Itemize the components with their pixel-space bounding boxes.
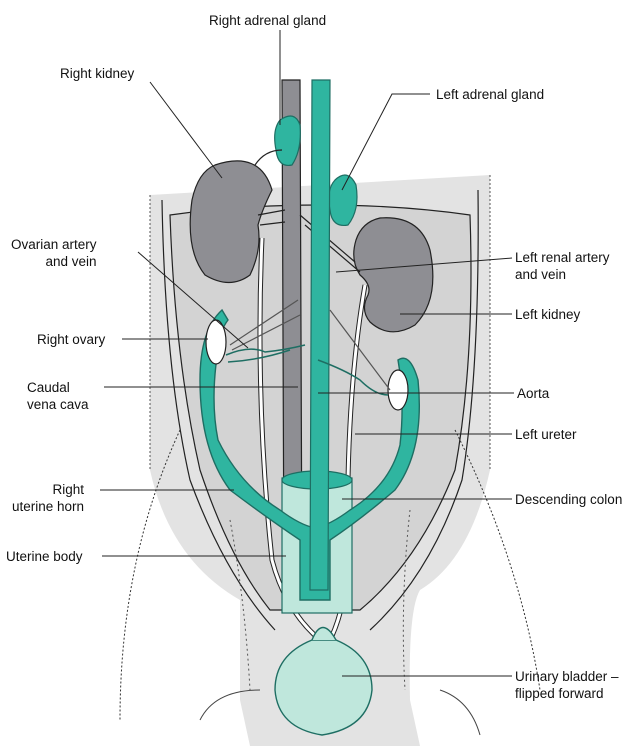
label-ovarian-artery-and-vein: Ovarian artery and vein <box>11 236 97 270</box>
label-text-line-1: Left renal artery <box>515 249 610 266</box>
label-text-line-1: Urinary bladder – <box>515 668 619 685</box>
aorta-vessel <box>310 80 330 590</box>
label-text-line-1: Right <box>12 481 84 498</box>
left-ovary <box>388 370 408 410</box>
label-right-uterine-horn: Right uterine horn <box>12 481 84 515</box>
label-text: Right kidney <box>60 65 134 82</box>
label-text-line-2: and vein <box>11 253 97 270</box>
label-text-line-2: vena cava <box>27 396 89 413</box>
label-text-line-1: Caudal <box>27 379 89 396</box>
label-left-adrenal-gland: Left adrenal gland <box>436 86 544 103</box>
label-text: Right ovary <box>37 331 105 348</box>
left-adrenal-gland <box>329 175 357 225</box>
left-kidney <box>354 218 433 332</box>
label-left-renal-artery-and-vein: Left renal artery and vein <box>515 249 610 283</box>
label-text-line-2: uterine horn <box>12 498 84 515</box>
label-caudal-vena-cava: Caudal vena cava <box>27 379 89 413</box>
label-text: Left kidney <box>515 306 580 323</box>
label-text: Left ureter <box>515 426 577 443</box>
label-text-line-1: Ovarian artery <box>11 236 97 253</box>
label-text: Aorta <box>517 385 549 402</box>
label-urinary-bladder: Urinary bladder – flipped forward <box>515 668 619 702</box>
label-right-adrenal-gland: Right adrenal gland <box>209 12 326 29</box>
label-text: Uterine body <box>6 548 83 565</box>
label-text-line-2: and vein <box>515 266 610 283</box>
label-text: Left adrenal gland <box>436 86 544 103</box>
label-descending-colon: Descending colon <box>515 491 622 508</box>
label-text: Descending colon <box>515 491 622 508</box>
label-right-kidney: Right kidney <box>60 65 134 82</box>
label-right-ovary: Right ovary <box>37 331 105 348</box>
label-text-line-2: flipped forward <box>515 685 619 702</box>
label-left-ureter: Left ureter <box>515 426 577 443</box>
label-aorta: Aorta <box>517 385 549 402</box>
label-uterine-body: Uterine body <box>6 548 83 565</box>
label-left-kidney: Left kidney <box>515 306 580 323</box>
label-text: Right adrenal gland <box>209 12 326 29</box>
